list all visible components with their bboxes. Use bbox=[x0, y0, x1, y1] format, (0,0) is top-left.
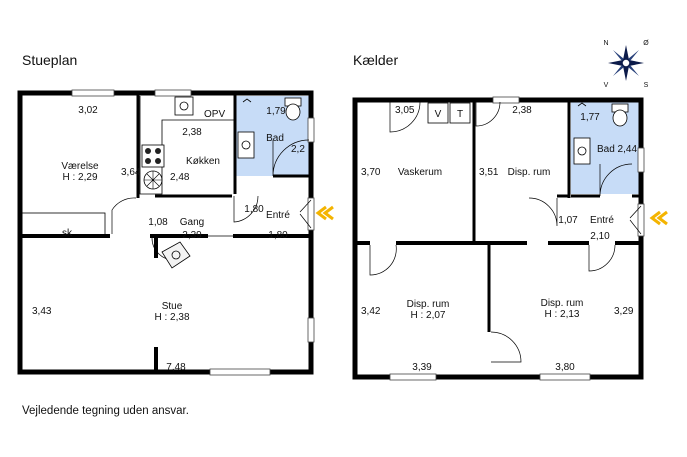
vaskerum-width: 3,05 bbox=[395, 105, 415, 116]
entre-depth: 1,80 bbox=[268, 230, 288, 241]
ground-door-gap-right bbox=[307, 197, 315, 231]
basement-entre-depth: 2,10 bbox=[590, 231, 610, 242]
ground-window-top-2 bbox=[154, 89, 192, 97]
bad-depth: 2,2 bbox=[291, 144, 305, 155]
disp3-label: Disp. rum H : 2,13 bbox=[540, 298, 584, 320]
compass-n: N bbox=[603, 40, 609, 47]
basement-door-entre bbox=[528, 197, 558, 227]
basement-entre-label: Entré bbox=[590, 215, 614, 226]
disp1-label: Disp. rum bbox=[507, 167, 551, 178]
disclaimer-text: Vejledende tegning uden ansvar. bbox=[22, 405, 189, 417]
compass-s: S bbox=[643, 82, 649, 89]
basement-plan bbox=[352, 96, 668, 381]
basement-entrance-arrow bbox=[649, 210, 668, 226]
ground-floor-plan bbox=[17, 89, 334, 376]
basement-door-disp1 bbox=[475, 101, 501, 127]
ground-window-top-1 bbox=[71, 89, 115, 97]
basement-bad-width: 1,77 bbox=[580, 112, 600, 123]
ground-door-entre bbox=[233, 195, 259, 223]
ground-radiator bbox=[143, 170, 163, 190]
ground-bath-fixtures bbox=[237, 97, 302, 159]
compass-e: Ø bbox=[643, 40, 649, 47]
basement-door-front bbox=[629, 205, 642, 235]
bad-label: Bad bbox=[266, 133, 284, 144]
basement-door-disp2 bbox=[369, 244, 397, 276]
basement-door-gap-right bbox=[637, 203, 645, 237]
ground-window-right-1 bbox=[307, 117, 315, 143]
disp2-width: 3,39 bbox=[412, 362, 432, 373]
ground-kitchen-counter bbox=[139, 96, 234, 195]
ground-chimney bbox=[161, 241, 191, 269]
disp1-width: 2,38 bbox=[512, 105, 532, 116]
basement-window-right-1 bbox=[637, 147, 645, 173]
stue-label: Stue H : 2,38 bbox=[154, 301, 190, 323]
basement-bad-label: Bad 2,44 bbox=[596, 144, 638, 155]
compass-rose bbox=[608, 45, 644, 81]
opv-label: OPV bbox=[204, 109, 226, 120]
basement-window-top bbox=[492, 96, 520, 104]
stue-width: 7,48 bbox=[166, 362, 186, 373]
sk-label: sk bbox=[62, 228, 72, 239]
gang-label: Gang bbox=[179, 217, 205, 228]
kokken-label: Køkken bbox=[186, 156, 220, 167]
washer-label: V bbox=[434, 109, 442, 120]
vaerelse-width: 3,02 bbox=[78, 105, 98, 116]
basement-door-disp3 bbox=[490, 331, 522, 363]
basement-door-disp2b bbox=[588, 244, 616, 272]
ground-kitchen-sink bbox=[174, 96, 194, 116]
ground-bath-door bbox=[272, 139, 310, 177]
ground-floor-title: Stueplan bbox=[22, 52, 78, 68]
disp3-depth: 3,29 bbox=[614, 306, 634, 317]
kokken-depth: 2,48 bbox=[170, 172, 190, 183]
gang-depth: 2,39 bbox=[182, 230, 202, 241]
entre-width: 1,80 bbox=[244, 204, 264, 215]
basement-title: Kælder bbox=[353, 52, 399, 68]
vaskerum-label: Vaskerum bbox=[397, 167, 443, 178]
basement-window-bottom-2 bbox=[539, 373, 591, 381]
basement-washer-dryer bbox=[427, 102, 471, 124]
compass-w: V bbox=[603, 82, 609, 89]
ground-entrance-arrow bbox=[315, 205, 334, 221]
disp1-depth: 3,51 bbox=[479, 167, 499, 178]
vaerelse-depth: 3,64 bbox=[121, 167, 141, 178]
basement-door-vaskerum bbox=[389, 101, 421, 133]
ground-door-vaerelse bbox=[111, 197, 137, 234]
kokken-width: 2,38 bbox=[182, 127, 202, 138]
dryer-label: T bbox=[456, 109, 464, 120]
basement-bath-fixtures bbox=[573, 102, 629, 165]
entre-label: Entré bbox=[266, 210, 290, 221]
disp3-width: 3,80 bbox=[555, 362, 575, 373]
ground-window-right-2 bbox=[307, 317, 315, 343]
bad-width: 1,79 bbox=[266, 106, 286, 117]
stue-depth: 3,43 bbox=[32, 306, 52, 317]
vaskerum-depth: 3,70 bbox=[361, 167, 381, 178]
vaerelse-label: Værelse H : 2,29 bbox=[61, 161, 99, 183]
ground-stove bbox=[141, 144, 165, 168]
disp2-depth: 3,42 bbox=[361, 306, 381, 317]
disp2-label: Disp. rum H : 2,07 bbox=[406, 299, 450, 321]
basement-door-bad bbox=[599, 163, 633, 197]
basement-window-bottom-1 bbox=[389, 373, 437, 381]
basement-entre-width: 1,07 bbox=[558, 215, 578, 226]
ground-sk-closet bbox=[21, 212, 106, 236]
ground-window-bottom bbox=[209, 368, 271, 376]
ground-door-front bbox=[299, 199, 312, 229]
gang-width: 1,08 bbox=[148, 217, 168, 228]
